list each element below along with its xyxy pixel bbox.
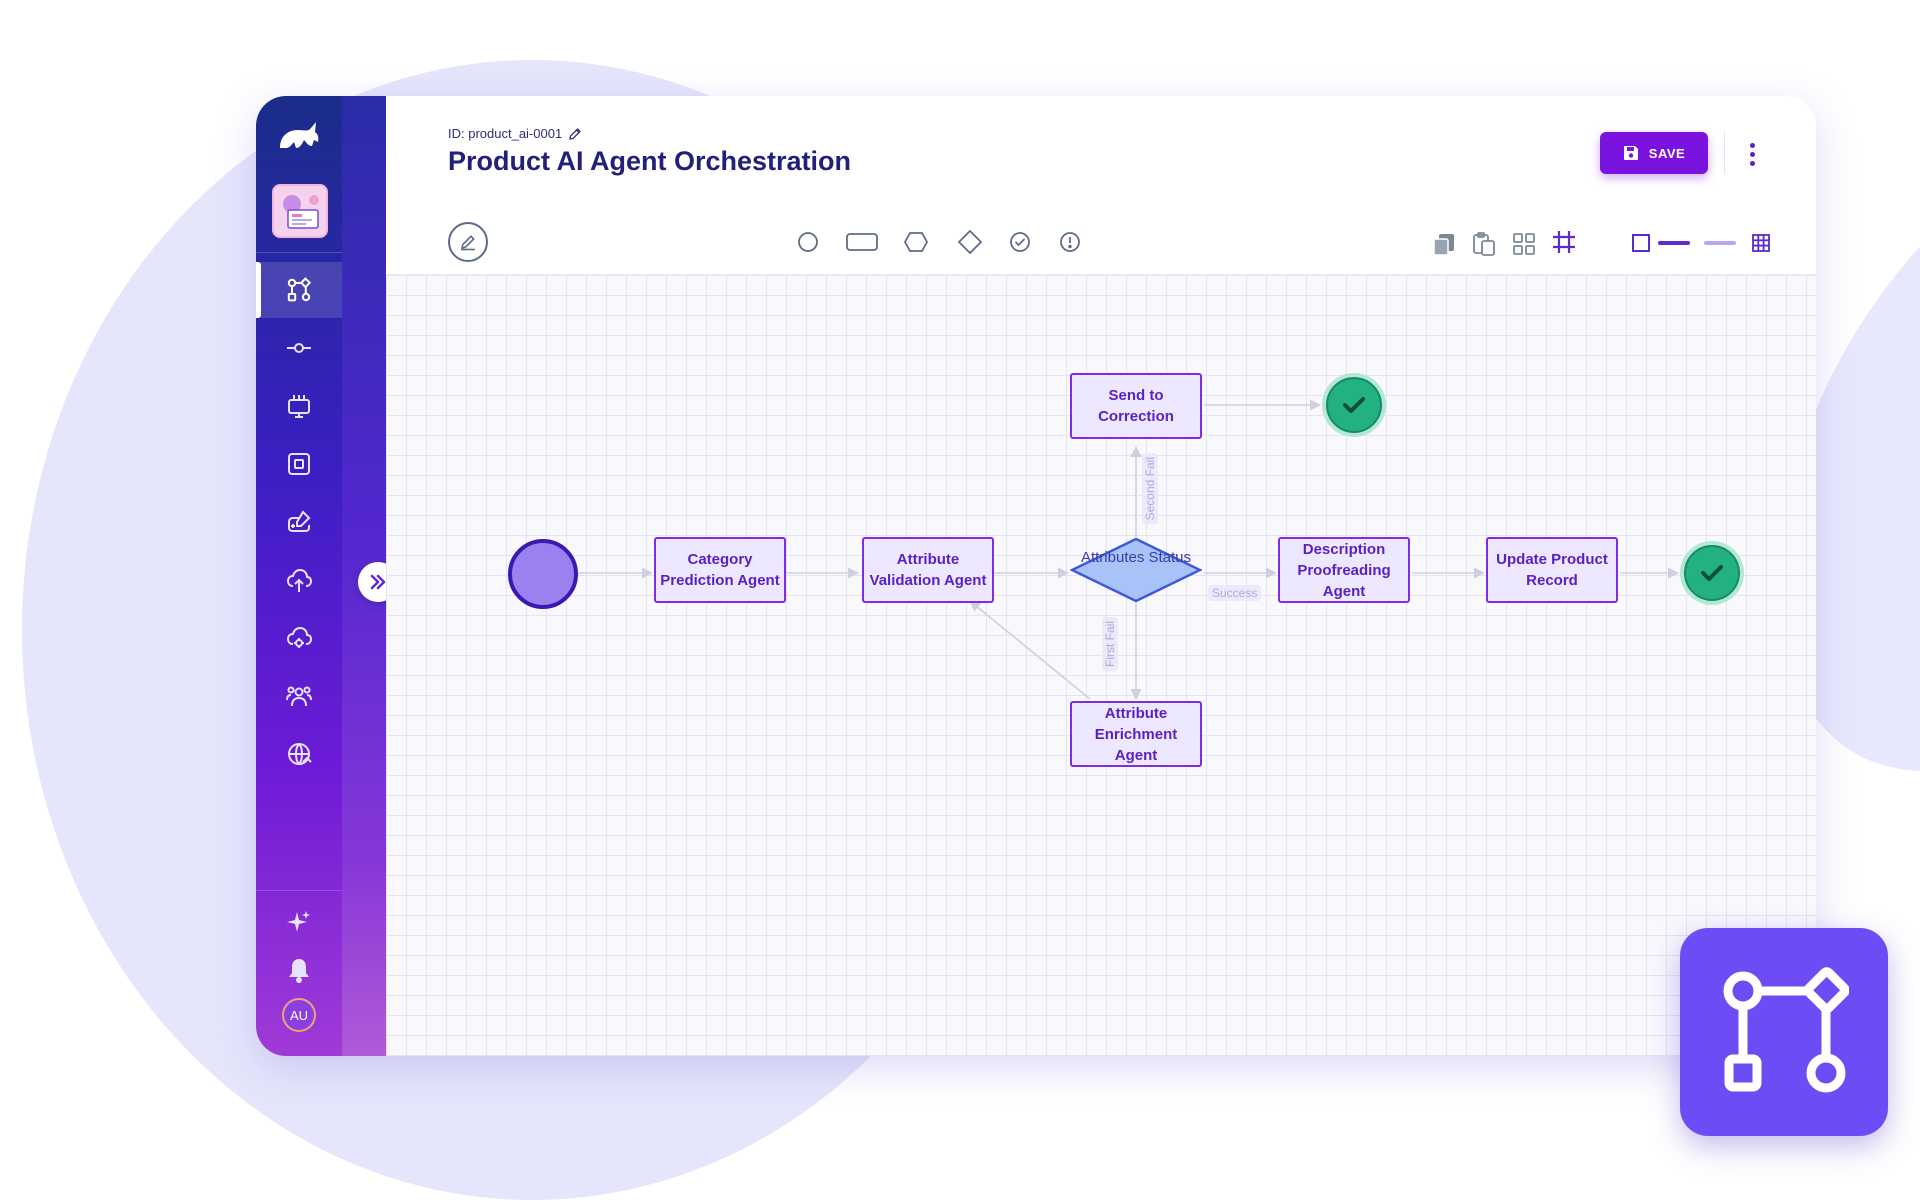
diagram-canvas[interactable]: Category Prediction Agent Attribute Vali… <box>386 274 1816 1056</box>
sidebar-divider-bottom <box>256 890 342 891</box>
circle-shape-icon <box>798 232 818 252</box>
node-label: Description Proofreading Agent <box>1297 540 1391 600</box>
circle-shape-tool[interactable] <box>796 230 820 254</box>
line-light-icon <box>1704 241 1736 245</box>
node-attribute-enrichment[interactable]: Attribute Enrichment Agent <box>1070 701 1202 767</box>
globe-icon <box>288 743 312 765</box>
workflow-badge <box>1680 928 1888 1136</box>
project-thumbnail[interactable] <box>272 184 328 238</box>
more-options-button[interactable] <box>1740 136 1764 172</box>
app-window: AU ID: product_ai-0001 Product AI Agent … <box>256 96 1816 1056</box>
sidebar-item-commits[interactable] <box>256 320 342 376</box>
error-state-tool[interactable] <box>1058 230 1082 254</box>
sidebar: AU <box>256 96 342 1056</box>
edge-label-success: Success <box>1208 585 1262 601</box>
sidebar-item-users[interactable] <box>256 668 342 724</box>
table-grid-icon <box>1752 234 1770 252</box>
edit-mode-button[interactable] <box>448 222 488 262</box>
checkmark-icon <box>1343 397 1365 413</box>
node-attributes-status[interactable] <box>1070 537 1202 603</box>
node-update-product-record[interactable]: Update Product Record <box>1486 537 1618 603</box>
node-attribute-validation[interactable]: Attribute Validation Agent <box>862 537 994 603</box>
sidebar-item-ai[interactable] <box>256 894 342 950</box>
paste-button[interactable] <box>1470 230 1498 258</box>
sidebar-item-globe[interactable] <box>256 726 342 782</box>
end-node-success[interactable] <box>1680 541 1744 605</box>
table-grid-toggle[interactable] <box>1750 232 1772 254</box>
gamepad-edit-icon <box>288 510 311 532</box>
sidebar-divider <box>256 252 342 253</box>
pen-edit-icon <box>460 235 475 251</box>
grid-layout-button[interactable] <box>1510 230 1538 258</box>
node-description-proofreading[interactable]: Description Proofreading Agent <box>1278 537 1410 603</box>
end-node-correction[interactable] <box>1322 373 1386 437</box>
node-style-toggle[interactable] <box>1630 232 1652 254</box>
floppy-disk-icon <box>1623 146 1638 160</box>
double-chevron-right-icon <box>370 574 386 590</box>
node-send-to-correction[interactable]: Send to Correction <box>1070 373 1202 439</box>
end-state-tool[interactable] <box>1008 230 1032 254</box>
sidebar-item-monitor[interactable] <box>256 378 342 434</box>
notifications-button[interactable] <box>256 942 342 998</box>
rhino-logo-icon <box>280 122 319 148</box>
hexagon-shape-icon <box>903 232 929 252</box>
hexagon-shape-tool[interactable] <box>902 230 930 254</box>
edge-label-second-fail: Second Fail <box>1142 453 1158 525</box>
paste-icon <box>1473 232 1495 256</box>
rectangle-shape-tool[interactable] <box>844 230 880 254</box>
diagram-edges <box>578 399 1680 701</box>
workflow-icon <box>287 277 312 302</box>
edge-enrichment-validation <box>969 600 1091 700</box>
square-icon <box>288 453 310 475</box>
avatar[interactable]: AU <box>282 998 316 1032</box>
hash-grid-icon <box>1553 231 1575 253</box>
edge-label-first-fail: First Fail <box>1102 617 1118 671</box>
save-button[interactable]: SAVE <box>1600 132 1708 174</box>
document-id: ID: product_ai-0001 <box>448 126 582 141</box>
users-icon <box>286 686 312 707</box>
sidebar-item-upload[interactable] <box>256 552 342 608</box>
workflow-icon <box>1723 967 1849 1093</box>
grid-layout-icon <box>1513 233 1535 255</box>
alert-circle-icon <box>1060 232 1080 252</box>
node-label: Send to Correction <box>1098 387 1174 425</box>
commit-icon <box>287 343 311 353</box>
node-label: Update Product Record <box>1496 551 1608 589</box>
check-circle-icon <box>1010 232 1030 252</box>
sidebar-item-editor[interactable] <box>256 494 342 550</box>
sidebar-item-workflows[interactable] <box>256 262 342 318</box>
bell-icon <box>289 959 309 983</box>
sidebar-item-box[interactable] <box>256 436 342 492</box>
header-divider <box>1724 132 1725 174</box>
cloud-settings-icon <box>286 626 313 648</box>
diamond-shape-tool[interactable] <box>956 228 984 256</box>
copy-button[interactable] <box>1430 230 1458 258</box>
line-solid-icon <box>1658 241 1690 245</box>
pencil-icon[interactable] <box>568 127 582 141</box>
page-title: Product AI Agent Orchestration <box>448 146 852 176</box>
checkmark-icon <box>1701 565 1723 581</box>
node-label: Category Prediction Agent <box>660 551 780 589</box>
rectangle-shape-icon <box>846 233 878 251</box>
node-label: Attribute Enrichment Agent <box>1094 704 1178 764</box>
line-style-light[interactable] <box>1702 232 1738 254</box>
square-outline-icon <box>1632 234 1650 252</box>
copy-icon <box>1433 234 1454 256</box>
node-label: Attribute Validation Agent <box>869 551 987 589</box>
document-id-label: ID: product_ai-0001 <box>448 126 563 141</box>
diamond-shape-icon <box>957 229 983 255</box>
save-button-label: SAVE <box>1648 145 1686 161</box>
line-style-solid[interactable] <box>1656 232 1692 254</box>
cloud-upload-icon <box>286 568 313 592</box>
sidebar-item-cloud-settings[interactable] <box>256 610 342 666</box>
monitor-icon <box>288 395 310 418</box>
node-attributes-status-label: Attributes Status <box>1080 549 1192 566</box>
start-node[interactable] <box>508 539 578 609</box>
node-category-prediction[interactable]: Category Prediction Agent <box>654 537 786 603</box>
sparkles-icon <box>287 911 310 932</box>
snap-grid-button[interactable] <box>1550 228 1578 256</box>
